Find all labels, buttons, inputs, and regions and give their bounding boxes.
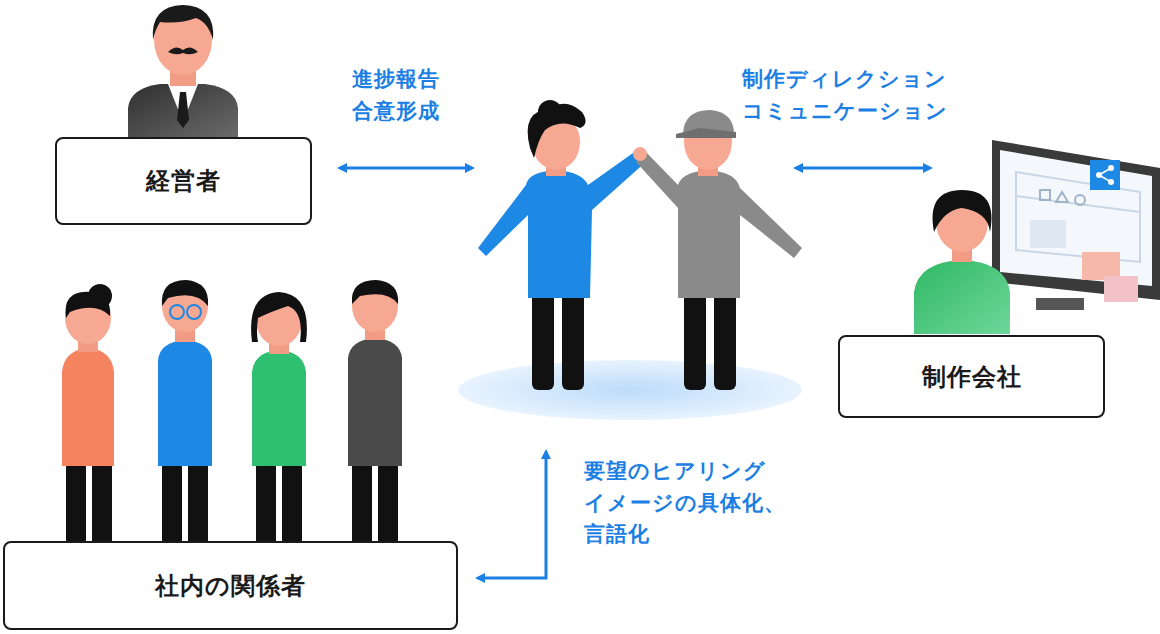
bent-arrow <box>478 452 546 578</box>
group-box: 社内の関係者 <box>3 541 458 630</box>
executive-figure <box>128 5 238 137</box>
center-man <box>633 110 802 390</box>
box-label: 社内の関係者 <box>155 570 306 602</box>
flow-label: 進捗報告 合意形成 <box>352 64 440 127</box>
staff-group <box>62 280 402 550</box>
box-label: 経営者 <box>146 165 221 197</box>
double-arrow <box>796 167 930 170</box>
designer-figure <box>914 190 1010 334</box>
box-label: 制作会社 <box>922 361 1022 393</box>
flow-label: 制作ディレクション コミュニケーション <box>742 64 948 127</box>
floor-shadow <box>458 360 802 420</box>
role-box: 経営者 <box>55 137 312 225</box>
center-woman <box>478 100 648 390</box>
monitor <box>992 140 1160 310</box>
company-box: 制作会社 <box>838 335 1105 418</box>
flow-label: 要望のヒアリング イメージの具体化、 言語化 <box>584 456 786 551</box>
double-arrow <box>340 167 472 170</box>
